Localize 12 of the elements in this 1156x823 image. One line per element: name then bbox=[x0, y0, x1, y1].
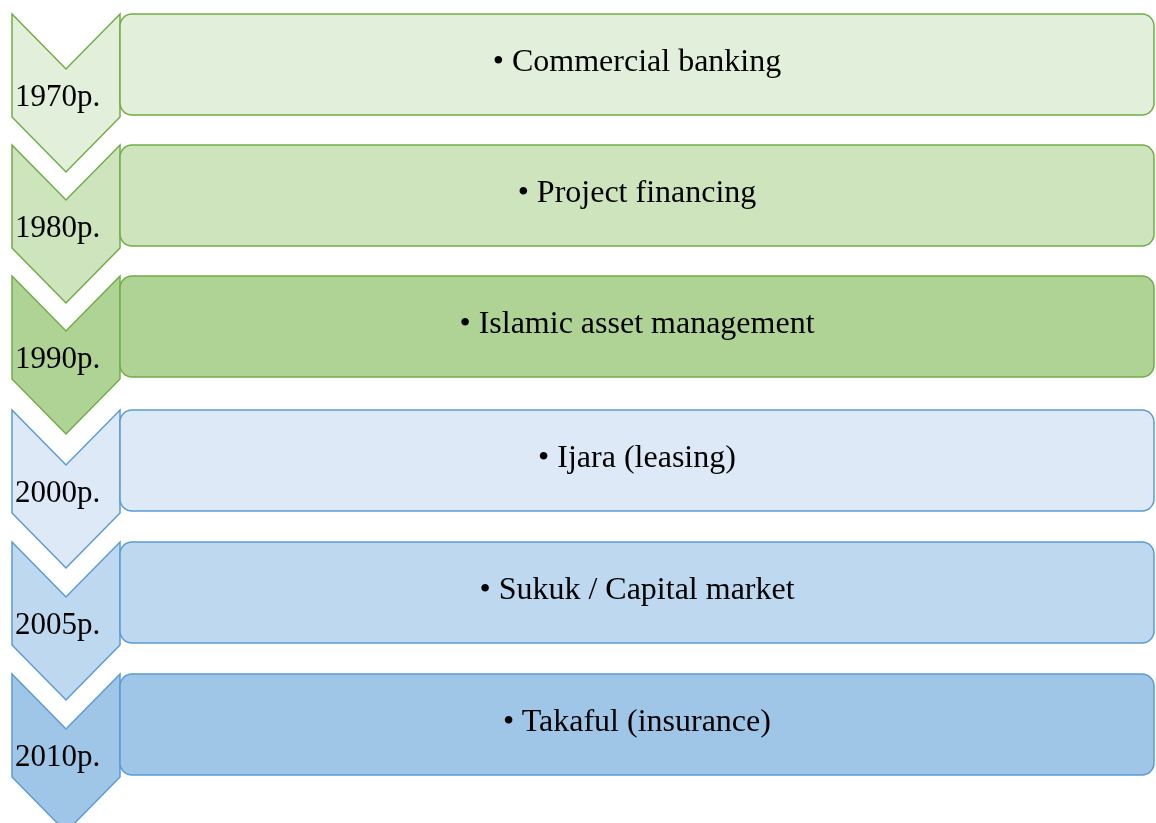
milestone-text: • Ijara (leasing) bbox=[537, 440, 737, 472]
milestone-text: • Project financing bbox=[516, 175, 758, 207]
milestone-text: • Sukuk / Capital market bbox=[478, 572, 796, 604]
year-label: 2005р. bbox=[15, 608, 101, 639]
year-label: 1990р. bbox=[15, 342, 101, 373]
year-label: 1970р. bbox=[15, 80, 101, 111]
year-label: 2010р. bbox=[15, 740, 101, 771]
milestone-text: • Commercial banking bbox=[491, 44, 783, 76]
year-label: 2000р. bbox=[15, 476, 101, 507]
milestone-text: • Takaful (insurance) bbox=[502, 704, 772, 736]
milestone-text: • Islamic asset management bbox=[458, 306, 816, 338]
year-label: 1980р. bbox=[15, 211, 101, 242]
